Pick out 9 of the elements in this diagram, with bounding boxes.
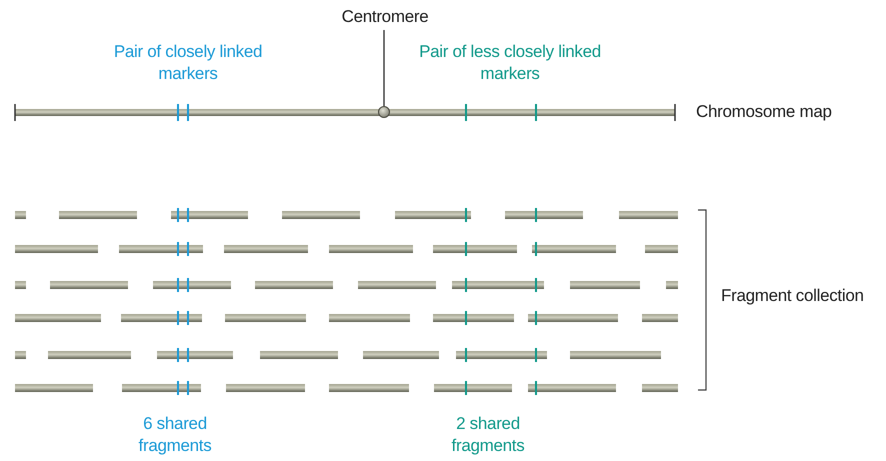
fragment-collection-label: Fragment collection (721, 285, 865, 307)
leader-line (383, 30, 385, 106)
marker-pair-label: Pair of less closely linked markers (418, 41, 602, 85)
shared-fragments-label: 2 shared fragments (450, 413, 526, 457)
centromere-label: Centromere (335, 6, 435, 28)
chromosome-map-label: Chromosome map (696, 101, 833, 123)
shared-fragments-label: 6 shared fragments (138, 413, 212, 457)
centromere-circle (378, 106, 390, 118)
marker-pair-label: Pair of closely linked markers (112, 41, 264, 85)
